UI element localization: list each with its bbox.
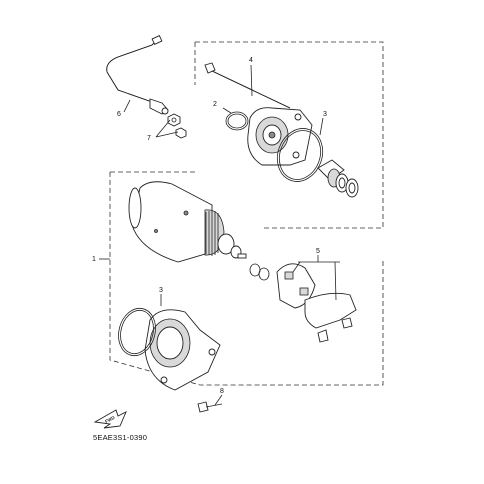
- callout-8: 8: [220, 388, 224, 395]
- forward-arrow-icon: FWD: [93, 409, 127, 429]
- starter-motor-body: [128, 181, 247, 263]
- brush-holder-set: [249, 263, 357, 343]
- callout-3-top: 3: [323, 111, 327, 118]
- o-ring-large-upper: [276, 128, 324, 182]
- o-ring-large-lower: [118, 307, 156, 357]
- callout-4: 4: [249, 57, 253, 64]
- callout-3-bottom: 3: [159, 287, 163, 294]
- front-cover-upper: [247, 107, 313, 166]
- callout-7: 7: [147, 135, 151, 142]
- forward-badge-label: FWD: [104, 415, 116, 425]
- leader-lines: [99, 64, 340, 406]
- callout-5: 5: [316, 248, 320, 255]
- drawing-code: 5EAE3S1-0390: [93, 433, 148, 442]
- nuts: [167, 113, 187, 139]
- rear-cover: [144, 309, 221, 391]
- callout-6: 6: [117, 111, 121, 118]
- mounting-bolt: [197, 401, 223, 413]
- through-bolt: [204, 62, 291, 109]
- o-ring: [225, 111, 249, 131]
- callout-1: 1: [92, 256, 96, 263]
- washer-set: [317, 159, 359, 198]
- lead-wire: [106, 34, 169, 115]
- callout-2: 2: [213, 101, 217, 108]
